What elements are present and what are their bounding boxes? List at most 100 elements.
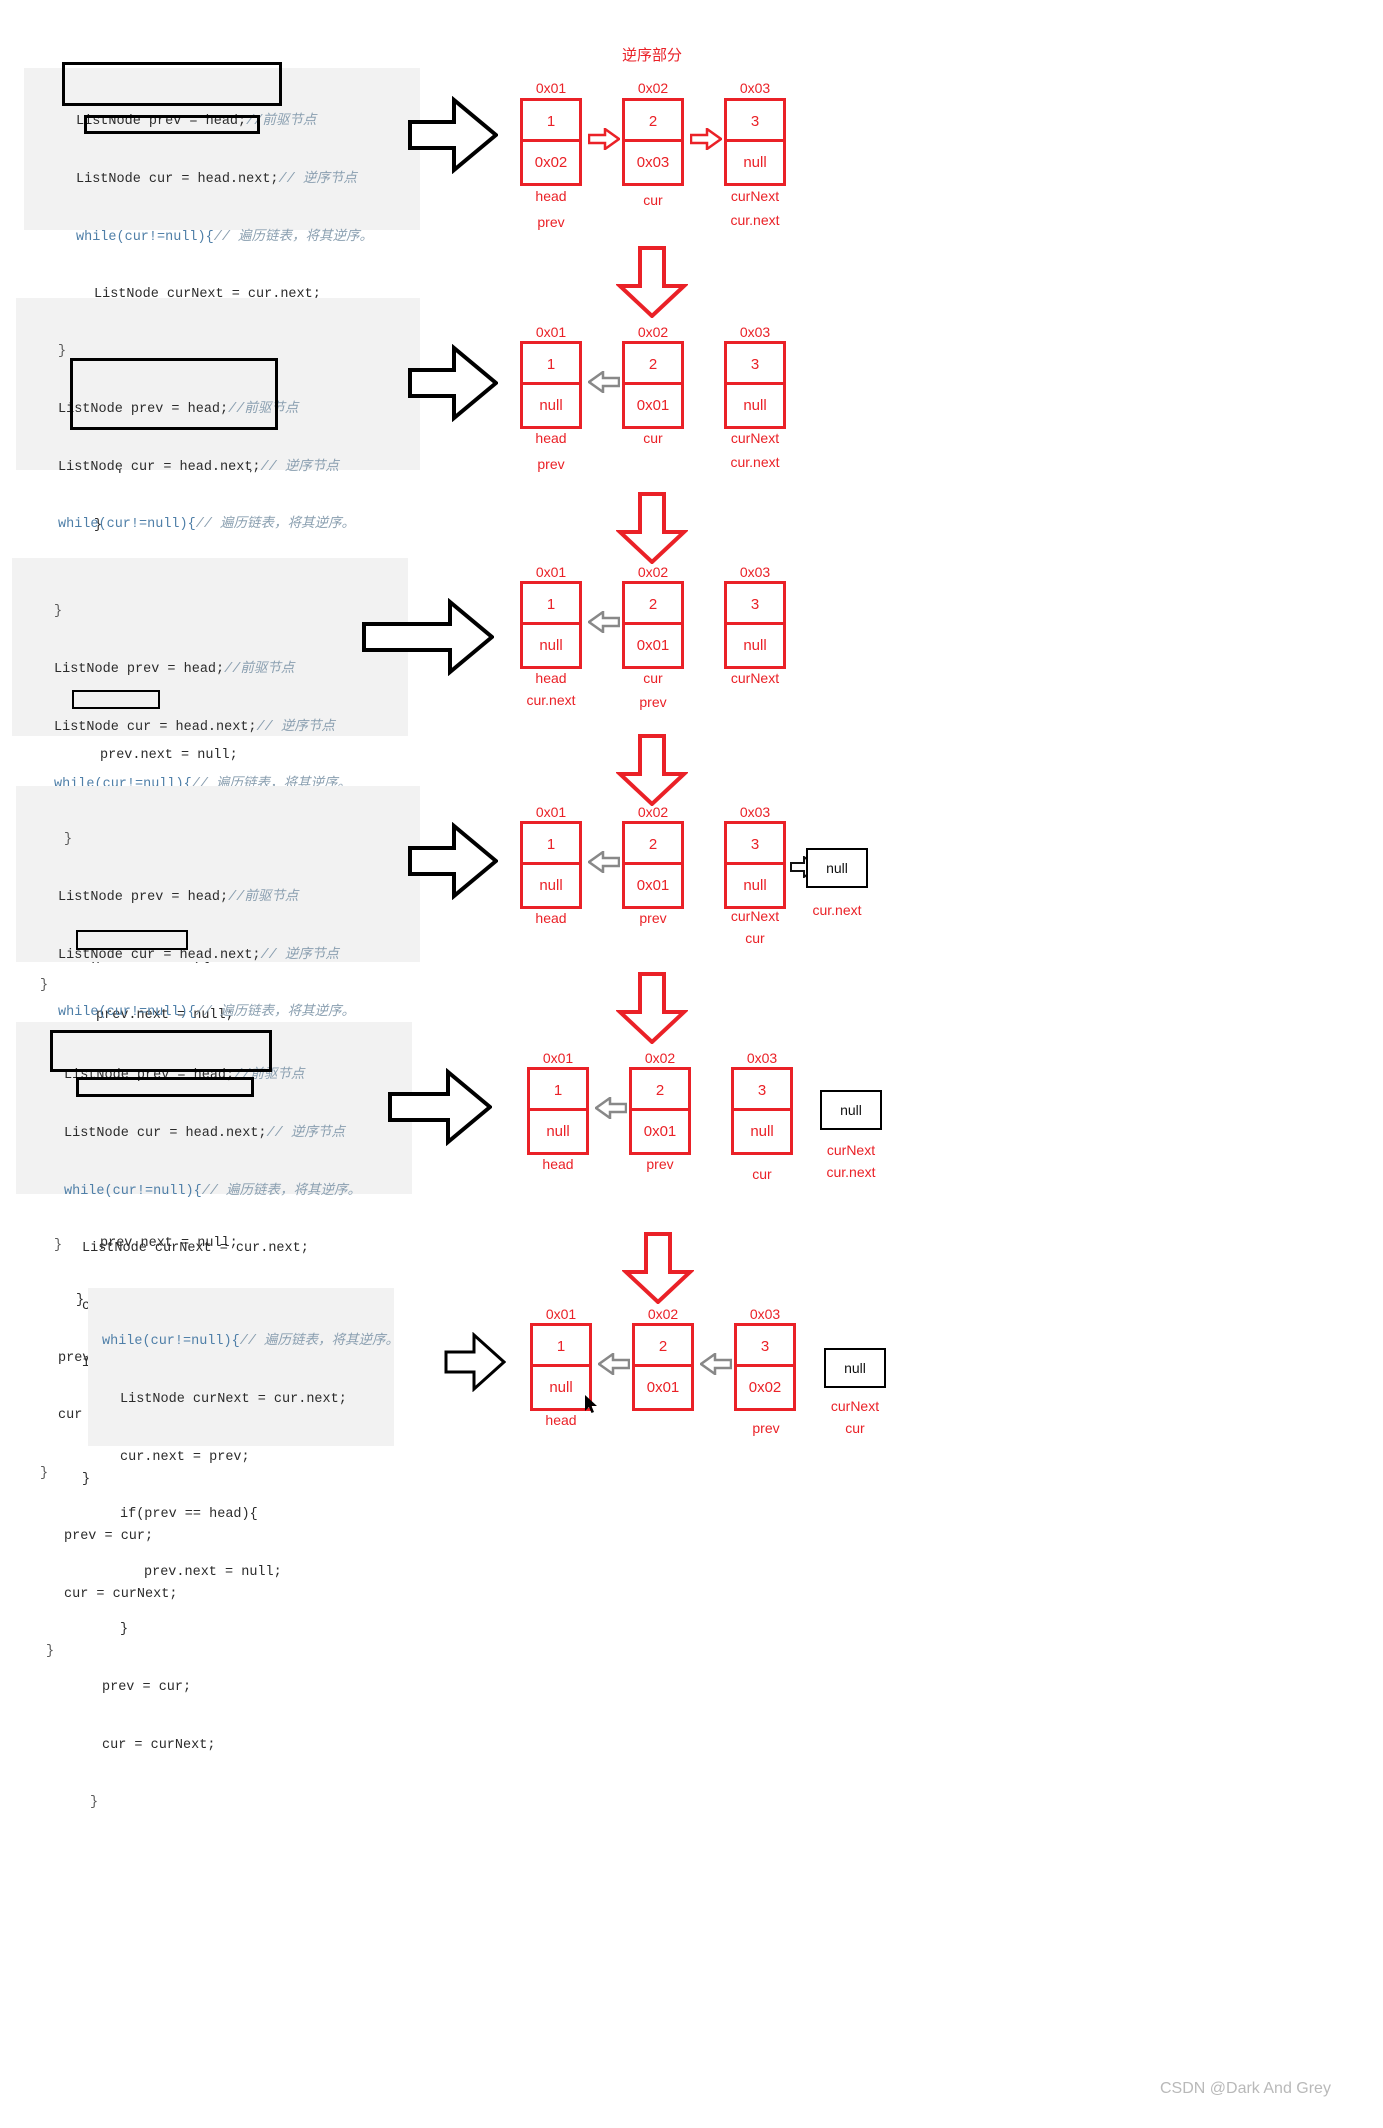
node-value: 3 xyxy=(727,101,783,142)
node-next: null xyxy=(750,1123,774,1140)
code-text: ListNode prev = head; xyxy=(76,114,247,130)
link-arrow-right xyxy=(588,128,620,150)
node-address: 0x03 xyxy=(739,564,771,580)
node-value: 2 xyxy=(625,101,681,142)
node-box: 1 null xyxy=(520,821,582,909)
code-block-step-5: ListNode prev = head;//前驱节点 ListNode cur… xyxy=(16,1022,412,1659)
code-keyword: while(cur!=null){ xyxy=(102,1334,240,1350)
black-arrow-step-3 xyxy=(362,598,494,676)
node-address: 0x01 xyxy=(535,80,567,96)
node-address: 0x03 xyxy=(739,324,771,340)
node-box: 3 0x02 xyxy=(734,1323,796,1411)
node-next: null xyxy=(539,637,563,654)
black-arrow-step-4 xyxy=(408,822,498,900)
node-address: 0x02 xyxy=(637,804,669,820)
black-arrow-step-5 xyxy=(388,1068,492,1146)
node-box: 3 null xyxy=(724,98,786,186)
code-text: ListNode prev = head; xyxy=(58,402,229,417)
code-text: prev.next = null; xyxy=(100,1235,238,1251)
null-box-label: cur.next xyxy=(812,902,862,918)
black-arrow-step-6 xyxy=(444,1332,506,1392)
node-next: 0x01 xyxy=(636,397,670,414)
node-address: 0x03 xyxy=(746,1050,778,1066)
node-value: 2 xyxy=(632,1070,688,1111)
code-text: } xyxy=(120,1622,129,1638)
node-next: null xyxy=(539,397,563,414)
node-value: 1 xyxy=(523,101,579,142)
code-block-step-4: } ListNode prev = head;//前驱节点 ListNode c… xyxy=(16,786,420,1481)
node-value: 1 xyxy=(533,1326,589,1367)
code-comment: // 逆序节点 xyxy=(256,719,335,735)
node-next: null xyxy=(743,154,767,171)
code-text: } xyxy=(82,1471,91,1487)
code-comment: //前驱节点 xyxy=(224,662,295,677)
code-text: prev = cur; xyxy=(64,1529,154,1545)
link-arrow-left xyxy=(595,1097,627,1119)
link-arrow-left xyxy=(588,851,620,873)
node-address: 0x02 xyxy=(637,324,669,340)
node-label: cur xyxy=(643,430,663,446)
code-comment: // 遍历链表，将其逆序。 xyxy=(239,1334,400,1350)
node-next: 0x01 xyxy=(636,637,670,654)
node-box: 3 null xyxy=(724,821,786,909)
node-next: 0x03 xyxy=(636,154,670,171)
node-label: prev xyxy=(537,214,565,230)
node-box: 2 0x01 xyxy=(622,581,684,669)
code-block-step-3: } ListNode prev = head;//前驱节点 ListNode c… xyxy=(12,558,408,1253)
code-comment: // 遍历链表，将其逆序。 xyxy=(195,1005,356,1021)
code-text: prev.next = null; xyxy=(144,1564,282,1580)
red-down-arrow xyxy=(616,492,688,564)
code-text: cur = curNext; xyxy=(64,1586,178,1602)
black-arrow-step-1 xyxy=(408,96,498,174)
node-value: 1 xyxy=(523,584,579,625)
node-box: 1 null xyxy=(520,341,582,429)
node-label: cur xyxy=(752,1166,772,1182)
node-value: 2 xyxy=(635,1326,691,1367)
node-address: 0x03 xyxy=(739,80,771,96)
node-label: cur xyxy=(643,670,663,686)
code-text: } xyxy=(76,1293,85,1309)
node-box: 1 null xyxy=(520,581,582,669)
code-text: } xyxy=(58,344,67,360)
code-block-step-6: while(cur!=null){// 遍历链表，将其逆序。 ListNode … xyxy=(88,1288,399,1810)
code-comment: //前驱节点 xyxy=(234,1068,305,1084)
code-keyword: while(cur!=null){ xyxy=(58,517,196,533)
code-text: cur = curNext; xyxy=(102,1737,216,1753)
node-box: 3 null xyxy=(724,341,786,429)
node-box: 2 0x01 xyxy=(622,341,684,429)
node-next: null xyxy=(539,877,563,894)
node-box: 2 0x03 xyxy=(622,98,684,186)
null-box-label: cur.next xyxy=(826,1164,876,1180)
code-text: if(prev == head){ xyxy=(120,1507,258,1523)
node-value: 2 xyxy=(625,824,681,865)
node-value: 2 xyxy=(625,344,681,385)
node-label: head xyxy=(545,1412,577,1428)
node-label: curNext xyxy=(730,908,780,924)
node-address: 0x01 xyxy=(542,1050,574,1066)
section-title-reversed-part: 逆序部分 xyxy=(622,47,683,64)
code-text: } xyxy=(54,1237,63,1253)
node-next: 0x01 xyxy=(646,1379,680,1396)
node-box: 1 null xyxy=(530,1323,592,1411)
node-value: 1 xyxy=(523,344,579,385)
node-value: 3 xyxy=(727,824,783,865)
null-box: null xyxy=(820,1090,882,1130)
node-box: 2 0x01 xyxy=(632,1323,694,1411)
node-next: null xyxy=(546,1123,570,1140)
node-label-prev-last: prev xyxy=(752,1420,780,1436)
node-box: 2 0x01 xyxy=(622,821,684,909)
link-arrow-left xyxy=(588,371,620,393)
code-keyword: while(cur!=null){ xyxy=(58,1005,196,1021)
link-arrow-right xyxy=(690,128,722,150)
node-label: cur.next xyxy=(526,692,576,708)
code-text: } xyxy=(40,977,49,993)
node-address: 0x02 xyxy=(637,564,669,580)
red-down-arrow xyxy=(616,972,688,1044)
code-text: } xyxy=(94,517,103,533)
code-text: ListNode curNext = cur.next; xyxy=(82,1241,309,1257)
node-address: 0x01 xyxy=(535,324,567,340)
node-box: 2 0x01 xyxy=(629,1067,691,1155)
node-label: head xyxy=(535,188,567,204)
node-value: 2 xyxy=(625,584,681,625)
